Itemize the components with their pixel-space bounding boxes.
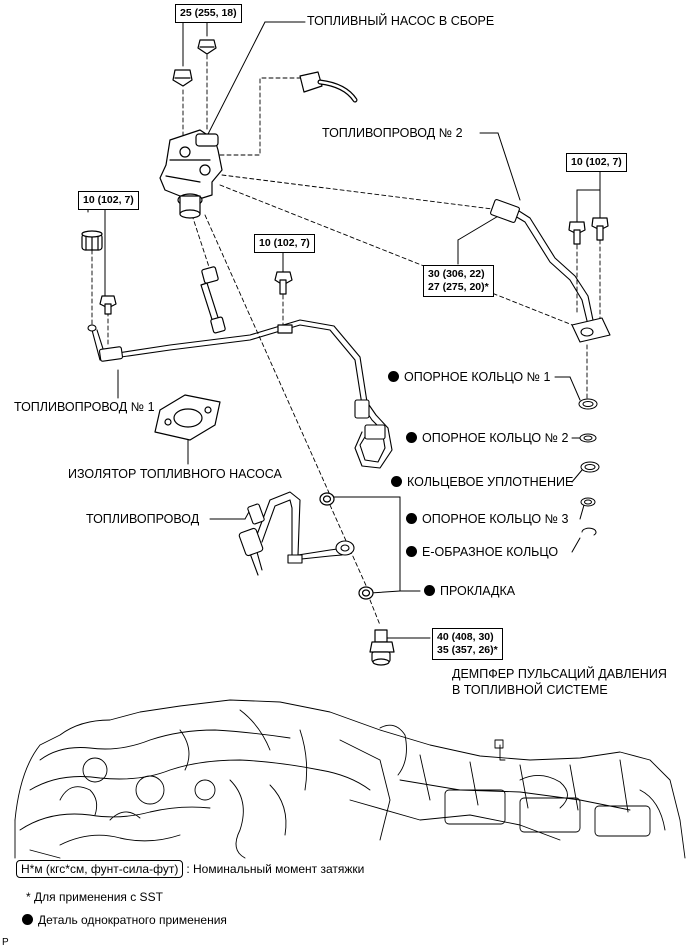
label-fuel-pipe: ТОПЛИВОПРОВОД [86, 512, 200, 526]
label-fuel-pump-assembly: ТОПЛИВНЫЙ НАСОС В СБОРЕ [307, 14, 495, 28]
legend-torque: Н*м (кгс*см, фунт-сила-фут): Номинальный… [16, 860, 364, 878]
rings [578, 398, 600, 536]
gasket-text: ПРОКЛАДКА [440, 584, 516, 598]
non-reusable-dot-icon [391, 476, 402, 487]
pump-bolts [172, 39, 217, 87]
torque-pipe2-nut-line1: 30 (306, 22) [428, 268, 485, 280]
fuel-pipe-no1-drawing [87, 319, 393, 469]
non-reusable-dot-icon [406, 432, 417, 443]
legend-non-reusable-text: Деталь однократного применения [38, 913, 227, 927]
label-gasket: ПРОКЛАДКА [424, 585, 515, 598]
legend-torque-unit: Н*м (кгс*см, фунт-сила-фут) [16, 860, 184, 878]
torque-damper-line2: 35 (357, 26)* [437, 644, 498, 657]
e-ring-text: Е-ОБРАЗНОЕ КОЛЬЦО [422, 545, 559, 559]
alignment-dashed-lines [91, 54, 601, 626]
label-fuel-pipe-no2: ТОПЛИВОПРОВОД № 2 [322, 126, 463, 140]
pulsation-damper-drawing [369, 629, 395, 666]
label-e-ring: Е-ОБРАЗНОЕ КОЛЬЦО [406, 546, 558, 559]
legend-torque-desc: : Номинальный момент затяжки [186, 862, 365, 876]
pipe1-clamp [277, 324, 293, 334]
backup-ring-2-text: ОПОРНОЕ КОЛЬЦО № 2 [422, 431, 569, 445]
torque-box-damper: 40 (408, 30) 35 (357, 26)* [432, 628, 503, 661]
pump-lifter [200, 266, 226, 334]
torque-box-pipe1-mid: 10 (102, 7) [254, 234, 315, 254]
non-reusable-dot-icon [22, 914, 33, 925]
o-ring-text: КОЛЬЦЕВОЕ УПЛОТНЕНИЕ [407, 475, 574, 489]
non-reusable-dot-icon [424, 585, 435, 596]
pipe1-bolt-left [99, 295, 117, 315]
fuel-pump-assembly [159, 129, 223, 219]
label-backup-ring-3: ОПОРНОЕ КОЛЬЦО № 3 [406, 513, 568, 526]
backup-ring-1-text: ОПОРНОЕ КОЛЬЦО № 1 [404, 370, 551, 384]
non-reusable-dot-icon [388, 371, 399, 382]
torque-damper-line1: 40 (408, 30) [437, 631, 494, 643]
label-pump-insulator: ИЗОЛЯТОР ТОПЛИВНОГО НАСОСА [68, 467, 282, 481]
harness-connector [299, 71, 358, 103]
pipe1-bolt-mid [274, 271, 293, 295]
label-fuel-pipe-no1: ТОПЛИВОПРОВОД № 1 [14, 400, 155, 414]
non-reusable-dot-icon [406, 546, 417, 557]
label-damper-line2: В ТОПЛИВНОЙ СИСТЕМЕ [452, 683, 608, 697]
label-backup-ring-2: ОПОРНОЕ КОЛЬЦО № 2 [406, 432, 568, 445]
label-o-ring: КОЛЬЦЕВОЕ УПЛОТНЕНИЕ [391, 476, 573, 489]
fuel-pipe-no2-drawing [490, 199, 611, 343]
pipe2-bolts [568, 217, 609, 245]
torque-box-pipe2-nut: 30 (306, 22) 27 (275, 20)* [423, 265, 494, 298]
non-reusable-dot-icon [406, 513, 417, 524]
legend-non-reusable: Деталь однократного применения [22, 914, 227, 926]
corner-mark: P [2, 937, 9, 948]
legend-sst-note: * Для применения с SST [26, 890, 163, 904]
torque-box-pipe2-bolts: 10 (102, 7) [566, 153, 627, 173]
backup-ring-3-text: ОПОРНОЕ КОЛЬЦО № 3 [422, 512, 569, 526]
fuel-pipe-drawing [238, 491, 355, 576]
union-bolt-left [81, 230, 103, 251]
torque-box-pump-bolts: 25 (255, 18) [175, 4, 242, 24]
torque-box-pipe1-left: 10 (102, 7) [78, 191, 139, 211]
pump-insulator-drawing [154, 394, 221, 441]
label-backup-ring-1: ОПОРНОЕ КОЛЬЦО № 1 [388, 371, 550, 384]
label-damper-line1: ДЕМПФЕР ПУЛЬСАЦИЙ ДАВЛЕНИЯ [452, 667, 667, 681]
gaskets [319, 492, 374, 600]
engine-block-drawing [14, 699, 686, 859]
torque-pipe2-nut-line2: 27 (275, 20)* [428, 281, 489, 294]
